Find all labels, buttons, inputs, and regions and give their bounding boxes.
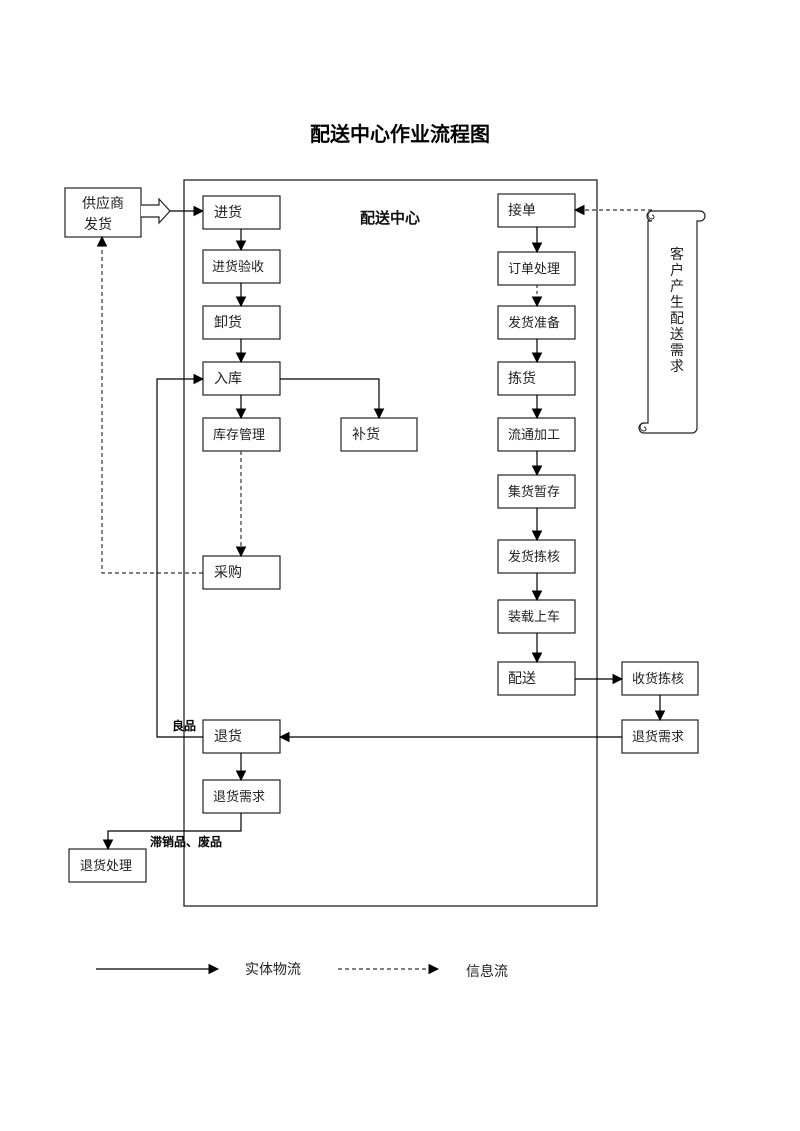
node-return-processing-label: 退货处理 bbox=[80, 858, 132, 874]
node-returns-label: 退货 bbox=[214, 728, 242, 745]
node-order-accept-label: 接单 bbox=[508, 202, 536, 219]
legend-dashed-label: 信息流 bbox=[466, 963, 508, 980]
node-customer-return-demand-label: 退货需求 bbox=[632, 729, 684, 745]
distribution-center-boundary bbox=[183, 179, 598, 907]
node-shipping-prep[interactable]: 发货准备 bbox=[497, 305, 576, 340]
edge-purchasing-supplier bbox=[96, 235, 203, 574]
node-return-demand-center-label: 退货需求 bbox=[213, 789, 265, 805]
node-unloading[interactable]: 卸货 bbox=[202, 305, 281, 340]
node-inventory[interactable]: 库存管理 bbox=[202, 417, 281, 452]
node-order-processing-label: 订单处理 bbox=[508, 262, 560, 277]
node-receiving[interactable]: 进货 bbox=[202, 195, 281, 230]
node-processing[interactable]: 流通加工 bbox=[497, 417, 576, 452]
node-return-demand-center[interactable]: 退货需求 bbox=[202, 779, 281, 814]
node-receive-check[interactable]: 收货拣核 bbox=[621, 661, 699, 696]
node-ship-check-label: 发货拣核 bbox=[508, 549, 560, 565]
edge-returns-warehousing bbox=[156, 373, 205, 738]
page-title: 配送中心作业流程图 bbox=[310, 122, 490, 146]
node-delivery[interactable]: 配送 bbox=[497, 661, 576, 696]
node-inspection[interactable]: 进货验收 bbox=[202, 249, 281, 284]
hollow-arrow bbox=[141, 197, 171, 225]
node-warehousing-label: 入库 bbox=[214, 371, 242, 387]
node-customer-return-demand[interactable]: 退货需求 bbox=[621, 719, 699, 754]
node-return-processing[interactable]: 退货处理 bbox=[68, 848, 147, 883]
node-purchasing[interactable]: 采购 bbox=[202, 555, 281, 590]
node-warehousing[interactable]: 入库 bbox=[202, 361, 281, 396]
node-order-processing[interactable]: 订单处理 bbox=[497, 251, 576, 286]
node-picking-label: 拣货 bbox=[508, 370, 536, 387]
node-replenish[interactable]: 补货 bbox=[340, 417, 418, 452]
node-receive-check-label: 收货拣核 bbox=[632, 671, 684, 687]
node-picking[interactable]: 拣货 bbox=[497, 361, 576, 396]
node-purchasing-label: 采购 bbox=[214, 565, 242, 581]
node-inventory-label: 库存管理 bbox=[213, 427, 265, 443]
legend: 实体物流 信息流 bbox=[96, 962, 508, 980]
supplier-line2: 发货 bbox=[84, 216, 112, 233]
node-unloading-label: 卸货 bbox=[214, 314, 242, 331]
scroll-customer-demand-text: 客户产生配送需求 bbox=[670, 246, 684, 375]
node-staging[interactable]: 集货暂存 bbox=[497, 474, 576, 509]
distribution-center-label: 配送中心 bbox=[360, 209, 420, 227]
edge-return-demand-processing bbox=[102, 813, 242, 851]
node-inspection-label: 进货验收 bbox=[212, 259, 264, 275]
node-receiving-label: 进货 bbox=[214, 204, 242, 221]
node-delivery-label: 配送 bbox=[508, 671, 536, 687]
node-loading[interactable]: 装载上车 bbox=[497, 599, 576, 634]
node-supplier-shipping[interactable]: 供应商 发货 bbox=[64, 187, 142, 238]
node-shipping-prep-label: 发货准备 bbox=[508, 315, 560, 331]
edge-label-good-items: 良品 bbox=[172, 718, 196, 733]
node-staging-label: 集货暂存 bbox=[508, 484, 560, 500]
node-replenish-label: 补货 bbox=[352, 426, 380, 443]
node-processing-label: 流通加工 bbox=[508, 428, 560, 443]
node-returns[interactable]: 退货 bbox=[202, 719, 281, 754]
legend-solid-label: 实体物流 bbox=[245, 962, 301, 978]
node-loading-label: 装载上车 bbox=[508, 609, 560, 625]
supplier-line1: 供应商 bbox=[82, 195, 124, 212]
edge-warehousing-replenish bbox=[280, 378, 385, 420]
edge-label-slow-waste: 滞销品、废品 bbox=[150, 834, 222, 849]
scroll-customer-demand[interactable]: 客户产生配送需求 bbox=[638, 210, 706, 434]
node-ship-check[interactable]: 发货拣核 bbox=[497, 539, 576, 574]
node-order-accept[interactable]: 接单 bbox=[497, 193, 576, 228]
